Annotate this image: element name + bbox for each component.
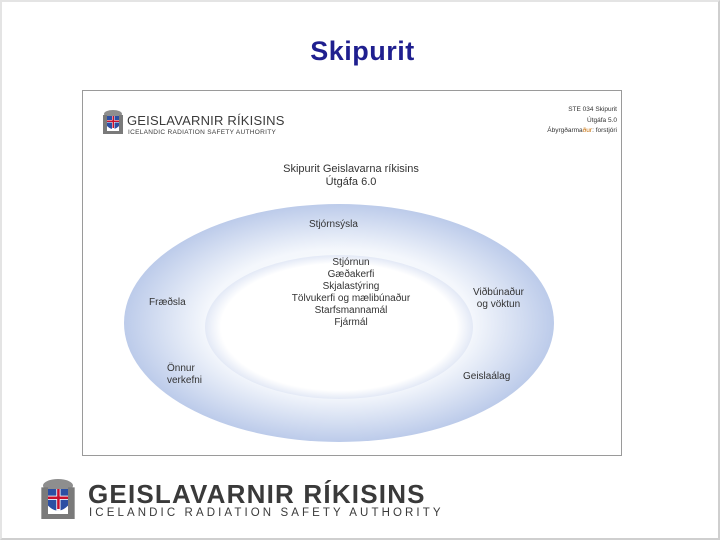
center-items: Stjórnun Gæðakerfi Skjalastýring Tölvuke…	[233, 257, 469, 329]
center-item-tolvukerfi: Tölvukerfi og mælibúnaður	[291, 293, 411, 304]
document-owner-prefix: Ábyrgðarma	[547, 127, 583, 134]
coat-of-arms-icon	[41, 479, 75, 519]
center-item-gaedakerfi: Gæðakerfi	[327, 269, 375, 280]
document-owner-suffix: : forstjóri	[592, 127, 617, 134]
label-vidbunadur: Viðbúnaður og vöktun	[473, 287, 524, 311]
org-ring	[124, 204, 554, 442]
label-stjornsysla: Stjórnsýsla	[309, 219, 358, 230]
document-logo-name: GEISLAVARNIR RÍKISINS	[127, 113, 285, 128]
label-vidbunadur-line1: Viðbúnaður	[473, 287, 524, 298]
center-item-skjalastyring: Skjalastýring	[322, 281, 380, 292]
center-item-starfsmannamal: Starfsmannamál	[314, 305, 388, 316]
chart-title: Skipurit Geislavarna ríkisins	[283, 163, 419, 175]
label-geislaalag: Geislaálag	[463, 371, 511, 382]
org-chart-document: GEISLAVARNIR RÍKISINS ICELANDIC RADIATIO…	[82, 90, 622, 456]
document-owner: Ábyrgðarmaður: forstjóri	[547, 126, 617, 137]
chart-heading: Skipurit Geislavarna ríkisins Útgáfa 6.0	[83, 163, 619, 189]
center-item-stjornun: Stjórnun	[332, 257, 370, 268]
chart-version: Útgáfa 6.0	[325, 176, 377, 188]
center-item-fjarmal: Fjármál	[334, 317, 368, 328]
document-meta: STE 034 Skipurit Útgáfa 5.0 Ábyrgðarmaðu…	[547, 105, 617, 137]
footer-logo-name: GEISLAVARNIR RÍKISINS	[88, 479, 426, 509]
coat-of-arms-icon	[103, 110, 123, 134]
label-onnur-line1: Önnur	[167, 363, 195, 374]
label-fraedsla: Fræðsla	[149, 297, 186, 308]
document-version: Útgáfa 5.0	[587, 116, 617, 124]
slide-title: Skipurit	[310, 36, 415, 66]
document-logo-subtitle: ICELANDIC RADIATION SAFETY AUTHORITY	[128, 129, 277, 136]
label-onnur-verkefni: Önnur verkefni	[167, 363, 202, 387]
document-owner-highlight: ður	[582, 127, 593, 134]
label-vidbunadur-line2: og vöktun	[476, 299, 521, 310]
footer-logo-subtitle: ICELANDIC RADIATION SAFETY AUTHORITY	[89, 507, 444, 519]
label-onnur-line2: verkefni	[167, 375, 203, 386]
document-code: STE 034 Skipurit	[568, 106, 617, 113]
inner-ellipse	[205, 255, 473, 399]
